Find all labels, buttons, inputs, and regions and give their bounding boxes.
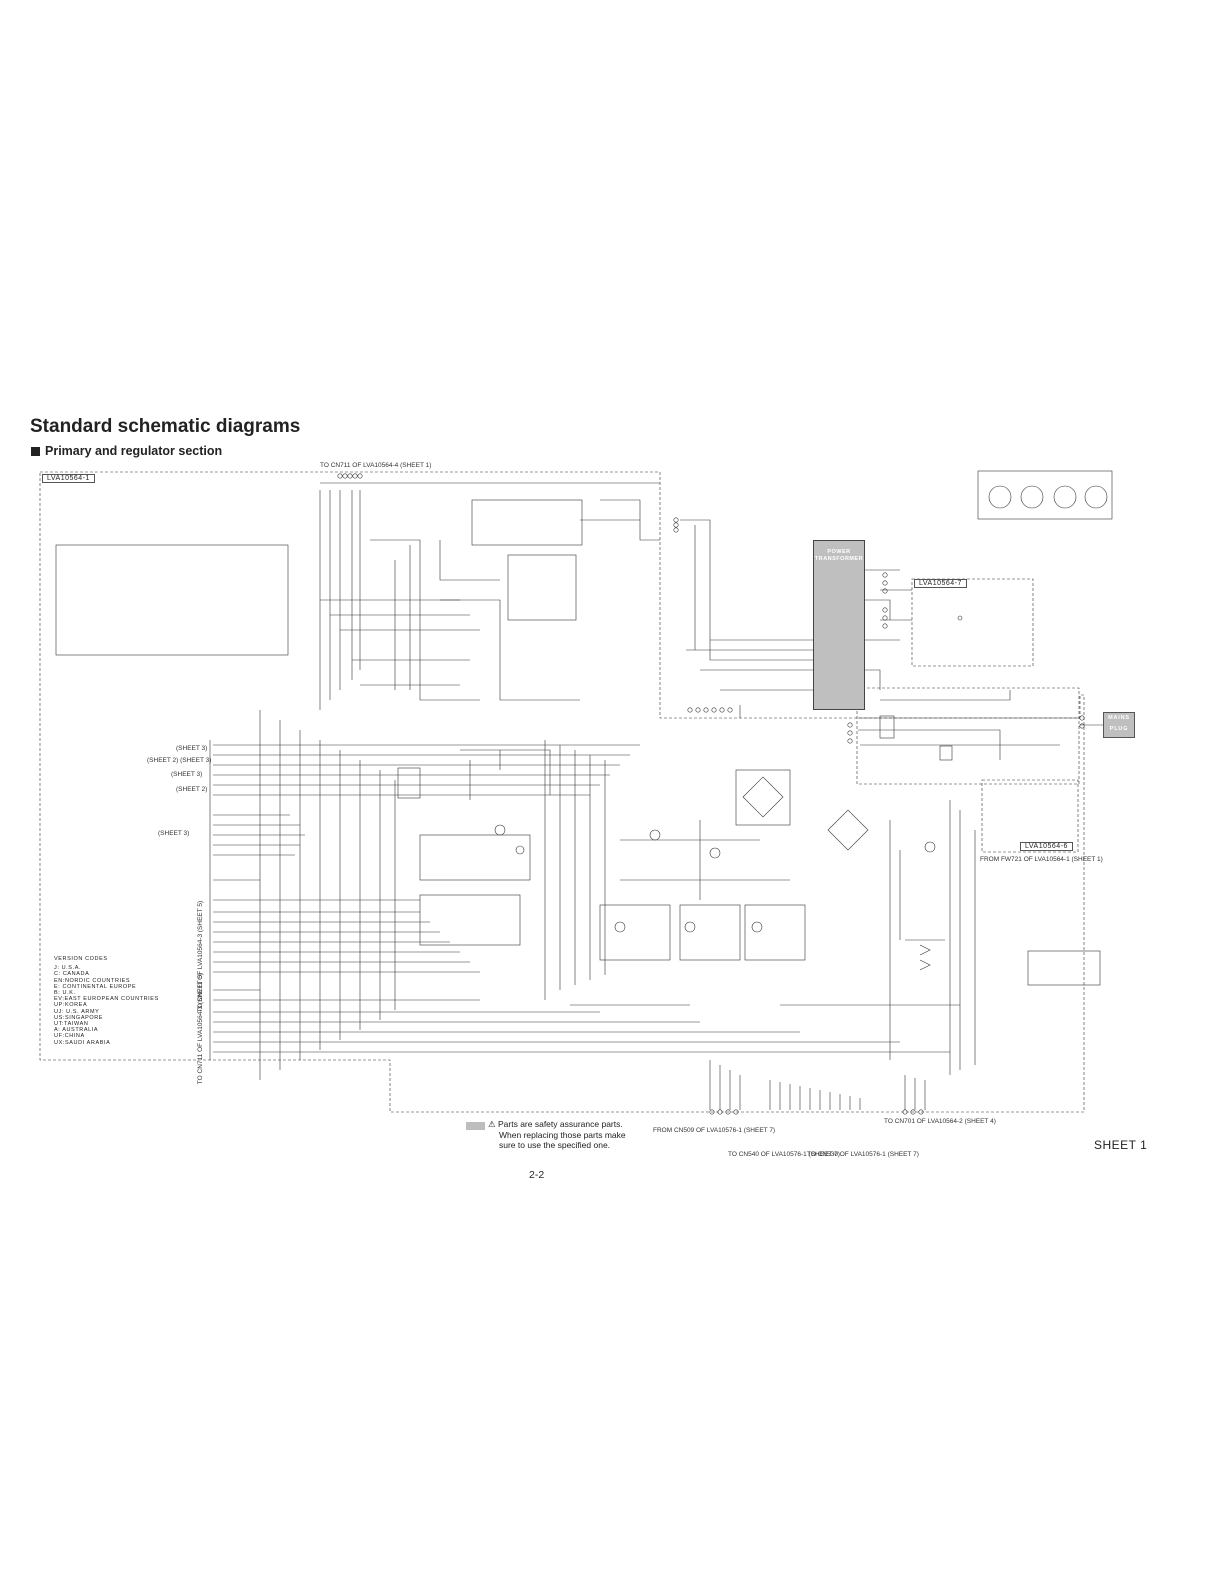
- version-code: EV:EAST EUROPEAN COUNTRIES: [54, 996, 159, 1003]
- page-title: Standard schematic diagrams: [30, 416, 301, 437]
- connector-to-cn540: TO CN540 OF LVA10576-1 (SHEET 7): [728, 1151, 840, 1158]
- rectifier-bridges: [735, 769, 869, 851]
- version-code: E: CONTINENTAL EUROPE: [54, 983, 137, 990]
- right-wiring: [570, 800, 976, 1075]
- measurement-legend-box: [1027, 950, 1101, 986]
- sub-board-7-outline: [911, 578, 1034, 667]
- version-code: UP:KOREA: [54, 1002, 88, 1009]
- version-codes-title: VERSION CODES: [54, 956, 108, 962]
- version-code: UX:SAUDI ARABIA: [54, 1039, 111, 1046]
- board-label-main: LVA10564-1: [42, 474, 95, 483]
- sheet-label: SHEET 1: [1094, 1138, 1148, 1152]
- transformer-wiring: [680, 519, 1011, 718]
- version-code: EN:NORDIC COUNTRIES: [54, 977, 131, 984]
- version-code: C: CANADA: [54, 971, 90, 978]
- connector-to-cn530: TO CN530 OF LVA10576-1 (SHEET 7): [807, 1151, 919, 1158]
- sub-board-6-outline: [981, 779, 1079, 853]
- version-code: UJ: U.S. ARMY: [54, 1008, 100, 1015]
- voltage-selector-symbols: [988, 485, 1108, 509]
- main-board-outline: [39, 471, 1085, 1113]
- safety-notice-line1: Parts are safety assurance parts.: [498, 1119, 623, 1129]
- connector-bottom-right-label: TO CN701 OF LVA10564-2 (SHEET 4): [884, 1118, 996, 1125]
- section-title-text: Primary and regulator section: [45, 444, 223, 458]
- board-label-sub-7: LVA10564-7: [914, 579, 967, 588]
- warning-triangle-icon: ⚠: [488, 1119, 496, 1129]
- section-title: Primary and regulator section: [31, 444, 222, 458]
- primary-wiring: [858, 715, 1103, 761]
- safety-notice-line2: When replacing those parts make: [499, 1129, 626, 1140]
- top-wiring: [319, 482, 660, 710]
- connector-from-fw721: FROM FW721 OF LVA10564-1 (SHEET 1): [980, 856, 1103, 863]
- sheet-ref-2: (SHEET 2) (SHEET 3): [147, 757, 212, 764]
- sheet-ref-1: (SHEET 3): [176, 745, 208, 752]
- version-code: J: U.S.A.: [54, 965, 82, 972]
- safety-notice: ⚠ Parts are safety assurance parts. When…: [488, 1119, 626, 1151]
- connector-from-cn509: FROM CN509 OF LVA10576-1 (SHEET 7): [653, 1127, 776, 1134]
- regulator-circuits: [397, 749, 936, 961]
- primary-outline: [856, 687, 1080, 785]
- connector-top-label: TO CN711 OF LVA10564-4 (SHEET 1): [320, 462, 432, 469]
- transformer-label-2: TRANSFORMER: [814, 556, 864, 562]
- left-bus-lines: [209, 740, 950, 1060]
- mains-plug: MAINS PLUG: [1103, 712, 1135, 738]
- version-code: A: AUSTRALIA: [54, 1027, 99, 1034]
- version-code: US:SINGAPORE: [54, 1014, 104, 1021]
- transformer-label-1: POWER: [827, 549, 851, 555]
- sheet-ref-5: (SHEET 3): [158, 830, 190, 837]
- page-number: 2-2: [529, 1169, 545, 1181]
- bullet-square-icon: [31, 447, 40, 456]
- voltage-selector-box: [977, 470, 1113, 520]
- regulator-block: [55, 544, 289, 656]
- vertical-trunks: [259, 710, 606, 1080]
- connector-left-lower: TO CN711 OF LVA10564-3 (SHEET 5): [197, 972, 205, 1085]
- sheet-ref-4: (SHEET 2): [176, 786, 208, 793]
- version-codes: VERSION CODES J: U.S.A. C: CANADA EN:NOR…: [54, 956, 159, 1046]
- connector-pins: [337, 473, 1085, 1115]
- board-label-sub-6: LVA10564-6: [1020, 842, 1073, 851]
- sheet-ref-3: (SHEET 3): [171, 771, 203, 778]
- version-code: UF:CHINA: [54, 1033, 85, 1040]
- safety-notice-line3: sure to use the specified one.: [499, 1140, 611, 1150]
- version-code: UT:TAIWAN: [54, 1021, 89, 1028]
- mains-label-1: MAINS: [1108, 715, 1130, 721]
- mains-label-2: PLUG: [1109, 726, 1129, 732]
- safety-shade-swatch: [466, 1122, 485, 1130]
- bottom-connectors: [709, 1060, 926, 1110]
- version-code: B: U.K.: [54, 990, 76, 997]
